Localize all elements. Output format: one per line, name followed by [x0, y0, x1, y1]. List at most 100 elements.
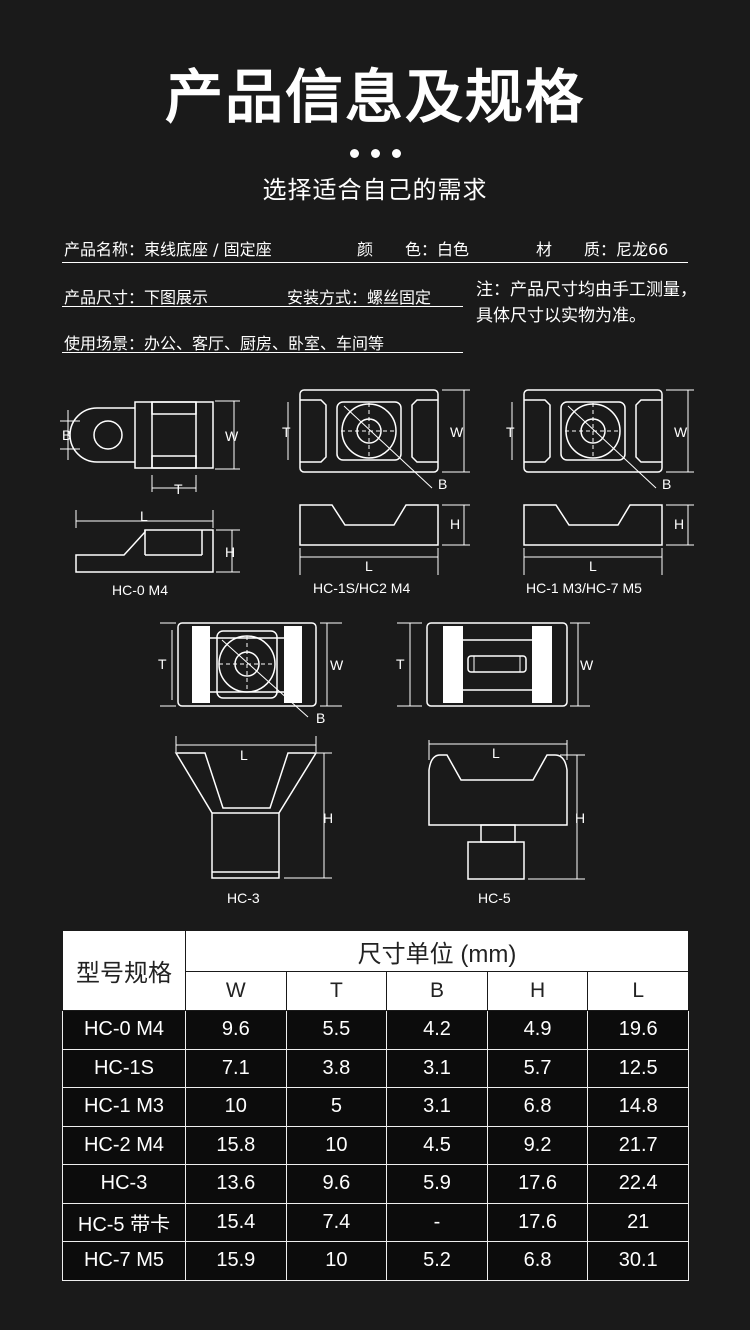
- cell-l: 30.1: [587, 1241, 689, 1281]
- cell-l: 21: [587, 1202, 689, 1242]
- decor-dots: [0, 143, 750, 162]
- cell-b: 4.2: [386, 1010, 488, 1050]
- dim-label-l: L: [492, 745, 500, 761]
- info-material: 材 质：尼龙66: [536, 240, 669, 259]
- info-scene: 使用场景：办公、客厅、厨房、卧室、车间等: [64, 334, 385, 353]
- cell-model: HC-5 带卡: [62, 1202, 186, 1242]
- dim-label-h: H: [450, 516, 461, 532]
- cell-b: 4.5: [386, 1125, 488, 1165]
- cell-l: 14.8: [587, 1087, 689, 1127]
- cell-b: 5.9: [386, 1164, 488, 1204]
- dim-label-t: T: [506, 424, 515, 440]
- caption-hc1: HC-1 M3/HC-7 M5: [526, 580, 642, 596]
- dim-label-h: H: [575, 810, 586, 826]
- dim-label-w: W: [580, 657, 594, 673]
- page-title: 产品信息及规格: [164, 63, 585, 131]
- cell-h: 9.2: [486, 1125, 589, 1165]
- caption-hc5: HC-5: [478, 890, 511, 906]
- divider-line: [62, 352, 463, 353]
- dim-label-l: L: [140, 508, 148, 524]
- dim-label-t: T: [396, 656, 405, 672]
- cell-w: 13.6: [185, 1164, 287, 1204]
- cell-model: HC-0 M4: [62, 1010, 186, 1050]
- dimension-drawings: [60, 389, 694, 880]
- column-header: H: [486, 971, 589, 1011]
- column-header: W: [185, 971, 287, 1011]
- cell-w: 15.9: [185, 1241, 287, 1281]
- dim-label-w: W: [674, 424, 688, 440]
- hc1s-side-view: [299, 504, 470, 575]
- dim-label-l: L: [589, 558, 597, 574]
- cell-w: 10: [185, 1087, 287, 1127]
- dim-label-b: B: [62, 427, 72, 443]
- cell-l: 12.5: [587, 1048, 689, 1088]
- cell-model: HC-1 M3: [62, 1087, 186, 1127]
- caption-hc0: HC-0 M4: [112, 582, 169, 598]
- cell-model: HC-1S: [62, 1048, 186, 1088]
- cell-w: 7.1: [185, 1048, 287, 1088]
- dim-label-h: H: [674, 516, 685, 532]
- divider-line: [62, 262, 688, 263]
- measurement-note: 注：产品尺寸均由手工测量，具体尺寸以实物为准。: [476, 280, 697, 326]
- cell-h: 17.6: [486, 1164, 589, 1204]
- dim-label-b: B: [438, 476, 448, 492]
- hc0-side-view: [75, 510, 240, 573]
- dim-label-t: T: [174, 481, 183, 497]
- cell-h: 4.9: [486, 1010, 589, 1050]
- dim-label-b: B: [316, 710, 326, 726]
- hc3-top-view: [160, 622, 342, 718]
- column-header: T: [285, 971, 388, 1011]
- hc3-side-view: [174, 736, 332, 879]
- dim-label-l: L: [240, 747, 248, 763]
- divider-line: [62, 306, 463, 307]
- cell-b: 3.1: [386, 1048, 488, 1088]
- cell-w: 15.8: [185, 1125, 287, 1165]
- unit-header: 尺寸单位 (mm): [185, 930, 689, 972]
- info-install: 安装方式：螺丝固定: [287, 288, 432, 307]
- cell-h: 5.7: [486, 1048, 589, 1088]
- info-color: 颜 色：白色: [357, 240, 470, 259]
- cell-t: 10: [285, 1125, 388, 1165]
- dim-label-w: W: [450, 424, 464, 440]
- hc1-top-view: [511, 389, 694, 489]
- dim-label-b: B: [662, 476, 672, 492]
- cell-t: 7.4: [285, 1202, 388, 1242]
- dim-label-l: L: [365, 558, 373, 574]
- dim-label-t: T: [282, 424, 291, 440]
- column-header: B: [386, 971, 488, 1011]
- cell-l: 22.4: [587, 1164, 689, 1204]
- corner-header: 型号规格: [62, 930, 186, 1011]
- dim-label-h: H: [225, 544, 236, 560]
- caption-hc3: HC-3: [227, 890, 260, 906]
- cell-l: 21.7: [587, 1125, 689, 1165]
- hc1s-top-view: [287, 389, 470, 489]
- cell-b: -: [386, 1202, 488, 1242]
- cell-model: HC-7 M5: [62, 1241, 186, 1281]
- info-product-size: 产品尺寸：下图展示: [64, 288, 209, 307]
- hc5-top-view: [397, 622, 590, 707]
- hc5-side-view: [428, 740, 585, 880]
- cell-model: HC-3: [62, 1164, 186, 1204]
- column-header: L: [587, 971, 689, 1011]
- cell-model: HC-2 M4: [62, 1125, 186, 1165]
- cell-b: 3.1: [386, 1087, 488, 1127]
- cell-w: 15.4: [185, 1202, 287, 1242]
- cell-w: 9.6: [185, 1010, 287, 1050]
- cell-t: 5: [285, 1087, 388, 1127]
- cell-t: 9.6: [285, 1164, 388, 1204]
- cell-t: 10: [285, 1241, 388, 1281]
- cell-b: 5.2: [386, 1241, 488, 1281]
- page-subtitle: 选择适合自己的需求: [262, 176, 488, 204]
- cell-h: 6.8: [486, 1087, 589, 1127]
- hc1-side-view: [523, 504, 694, 575]
- cell-h: 17.6: [486, 1202, 589, 1242]
- dim-label-w: W: [225, 428, 239, 444]
